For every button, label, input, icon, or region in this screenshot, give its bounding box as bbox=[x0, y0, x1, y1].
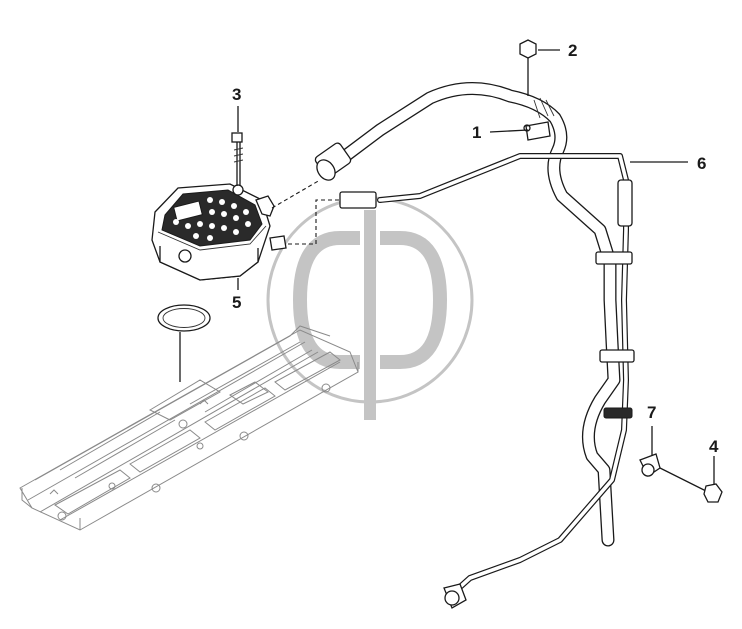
o-ring bbox=[157, 304, 211, 382]
dashed-leaders bbox=[271, 179, 340, 245]
callout-labels: 1 2 3 4 5 6 7 bbox=[232, 41, 719, 456]
callout-5: 5 bbox=[232, 293, 241, 312]
bolt-3 bbox=[231, 132, 244, 186]
nut-2 bbox=[519, 39, 537, 96]
bolt-4 bbox=[659, 467, 723, 503]
breather-hose bbox=[314, 82, 621, 547]
callout-3: 3 bbox=[232, 85, 241, 104]
callout-6: 6 bbox=[697, 154, 706, 173]
callout-1: 1 bbox=[472, 123, 481, 142]
separator-module bbox=[151, 183, 287, 281]
hose-clips bbox=[523, 121, 635, 419]
callout-4: 4 bbox=[709, 437, 719, 456]
intake-manifold-outline bbox=[19, 325, 359, 531]
callout-leaders bbox=[237, 49, 715, 484]
vent-pipe bbox=[339, 153, 633, 609]
clamp-7 bbox=[639, 453, 661, 477]
watermark-logo bbox=[266, 196, 474, 420]
callout-7: 7 bbox=[647, 403, 656, 422]
callout-2: 2 bbox=[568, 41, 577, 60]
